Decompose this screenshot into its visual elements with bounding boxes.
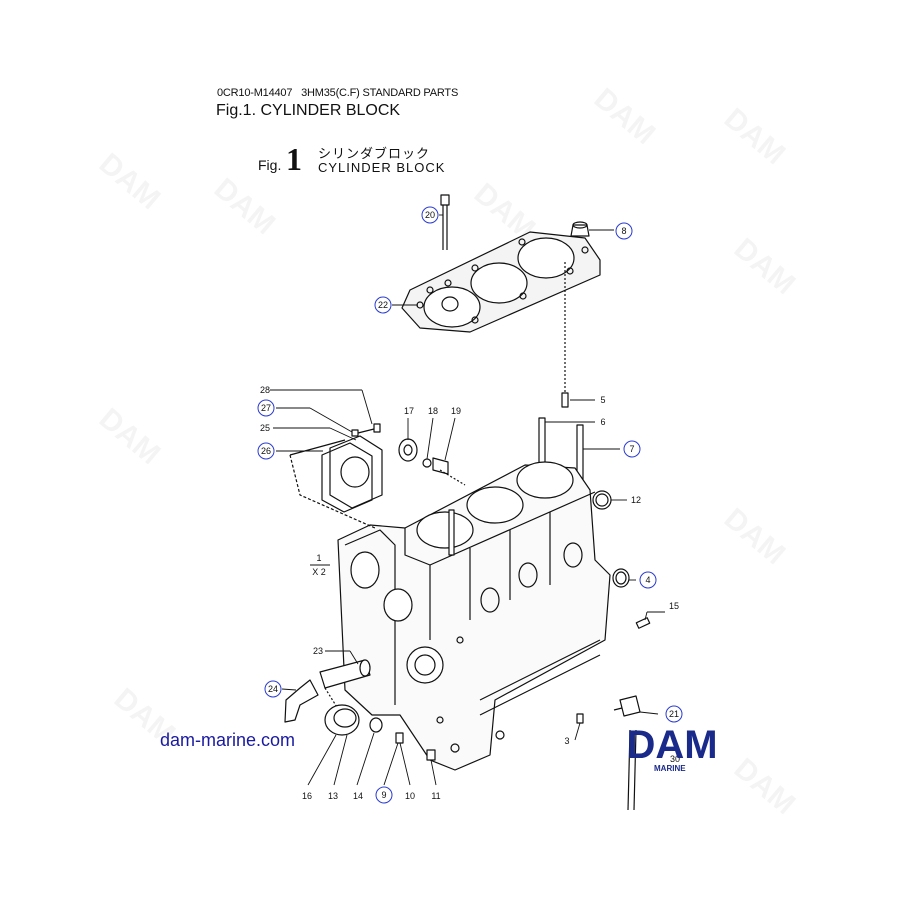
- part-label-6: 6: [600, 417, 605, 427]
- figure-title-english: CYLINDER BLOCK: [318, 160, 446, 175]
- part-label-15: 15: [669, 601, 679, 611]
- part-label-17: 17: [404, 406, 414, 416]
- head-nut: [570, 221, 590, 237]
- figure-word: Fig.: [258, 157, 282, 173]
- part-label-26: 26: [261, 446, 271, 456]
- part-label-23: 23: [313, 646, 323, 656]
- water-pipe-assembly: [284, 659, 371, 723]
- head-gasket: [401, 231, 601, 333]
- figure-title-japanese: シリンダブロック: [318, 146, 431, 161]
- header-line: 0CR10-M14407 3HM35(C.F) STANDARD PARTS: [217, 87, 458, 99]
- logo-text: DAM: [626, 723, 717, 767]
- dam-marine-logo: DAM: [626, 723, 717, 767]
- part-label-20: 20: [425, 210, 435, 220]
- part-label-8: 8: [621, 226, 626, 236]
- cylinder-block: [337, 461, 611, 771]
- part-label-18: 18: [428, 406, 438, 416]
- crankshaft-seal-parts: [398, 438, 466, 486]
- part-label-9: 9: [381, 790, 386, 800]
- part-label-4: 4: [645, 575, 650, 585]
- part-label-28: 28: [260, 385, 270, 395]
- page-title: Fig.1. CYLINDER BLOCK: [216, 102, 401, 119]
- part-label-3: 3: [564, 736, 569, 746]
- head-bolt: [440, 194, 450, 250]
- model-name: 3HM35(C.F) STANDARD PARTS: [301, 87, 459, 99]
- quantity-denominator: X 2: [312, 567, 326, 577]
- quantity-numerator: 1: [316, 553, 321, 563]
- side-cover: [321, 435, 383, 513]
- logo-subtext: MARINE: [654, 764, 686, 773]
- reference-code: 0CR10-M14407: [217, 87, 293, 99]
- part-label-14: 14: [353, 791, 363, 801]
- figure-number: 1: [286, 141, 302, 177]
- part-label-30: 30: [670, 754, 680, 764]
- part-label-10: 10: [405, 791, 415, 801]
- part-label-16: 16: [302, 791, 312, 801]
- part-label-27: 27: [261, 403, 271, 413]
- part-label-5: 5: [600, 395, 605, 405]
- part-label-7: 7: [629, 444, 634, 454]
- part-label-22: 22: [378, 300, 388, 310]
- part-label-19: 19: [451, 406, 461, 416]
- part-label-25: 25: [260, 423, 270, 433]
- website-link[interactable]: dam-marine.com: [160, 730, 296, 750]
- part-label-12: 12: [631, 495, 641, 505]
- part-label-24: 24: [268, 684, 278, 694]
- part-label-13: 13: [328, 791, 338, 801]
- part-label-11: 11: [431, 791, 440, 801]
- part-label-21: 21: [669, 709, 679, 719]
